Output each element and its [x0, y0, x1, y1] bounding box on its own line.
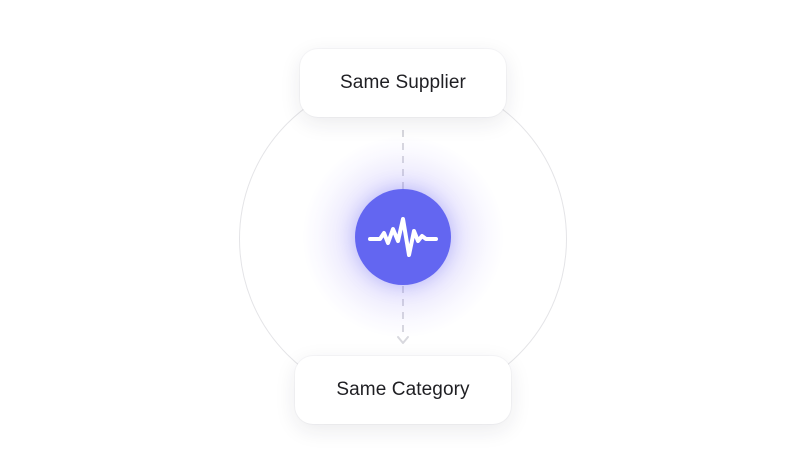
same-supplier-label: Same Supplier [340, 72, 466, 93]
arrow-down-icon [397, 336, 409, 344]
waveform-icon [368, 215, 438, 259]
same-category-label: Same Category [336, 379, 470, 400]
hub-circle [355, 189, 451, 285]
same-supplier-card: Same Supplier [300, 49, 506, 117]
same-category-card: Same Category [295, 356, 511, 424]
